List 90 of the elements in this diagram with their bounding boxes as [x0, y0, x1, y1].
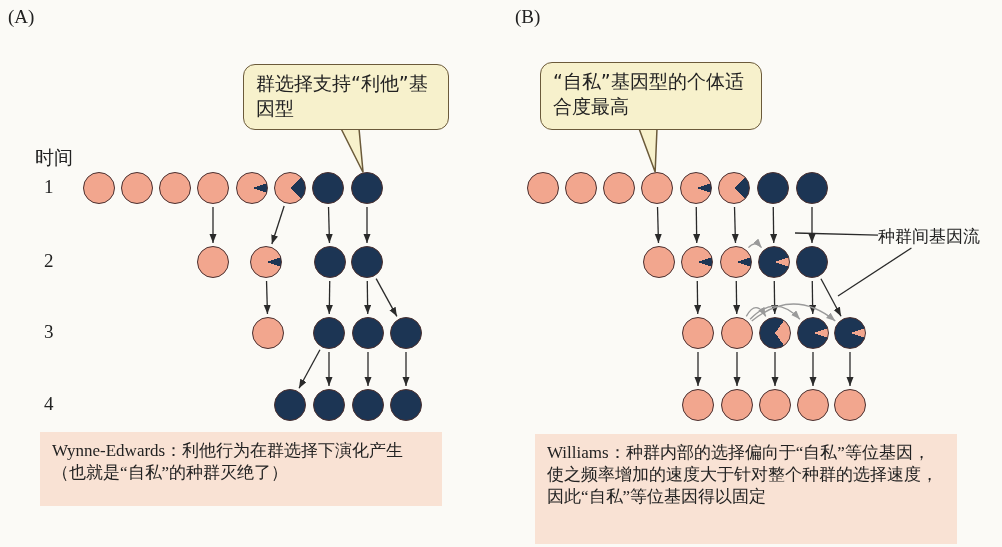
- organism-circle: [527, 172, 559, 204]
- organism-circle: [351, 246, 383, 278]
- genotype-pie: [797, 317, 829, 349]
- arrow: [694, 280, 702, 315]
- callout-tail: [340, 127, 364, 174]
- organism-circle: [352, 389, 384, 421]
- organism-circle: [252, 317, 284, 349]
- arrow: [263, 280, 271, 315]
- arrow: [733, 351, 741, 387]
- genotype-pie: [758, 246, 790, 278]
- arrow: [364, 280, 372, 315]
- arrow: [771, 280, 779, 315]
- gene-flow-arrow: [745, 306, 767, 318]
- organism-circle: [159, 172, 191, 204]
- axis-title: 时间: [35, 145, 73, 170]
- organism-circle: [314, 246, 346, 278]
- arrow: [820, 278, 842, 317]
- organism-circle: [682, 389, 714, 421]
- arrow: [654, 206, 662, 244]
- arrow: [846, 351, 854, 387]
- arrow: [363, 206, 371, 244]
- arrow: [325, 280, 333, 315]
- genotype-pie: [250, 246, 282, 278]
- genotype-pie: [274, 172, 306, 204]
- arrow: [271, 205, 285, 245]
- callout-tail: [638, 127, 658, 173]
- arrow: [808, 206, 816, 244]
- arrow: [209, 206, 217, 244]
- organism-circle: [759, 389, 791, 421]
- organism-circle: [312, 172, 344, 204]
- arrow: [298, 349, 321, 389]
- arrow: [325, 351, 333, 387]
- genotype-pie: [759, 317, 791, 349]
- genotype-pie: [680, 172, 712, 204]
- row-number: 3: [44, 321, 54, 343]
- arrow: [402, 351, 410, 387]
- organism-circle: [643, 246, 675, 278]
- gene-flow-arrow: [747, 238, 763, 249]
- genotype-pie: [681, 246, 713, 278]
- arrow: [809, 280, 817, 315]
- organism-circle: [351, 172, 383, 204]
- arrow: [809, 351, 817, 387]
- organism-circle: [121, 172, 153, 204]
- organism-circle: [796, 172, 828, 204]
- organism-circle: [197, 246, 229, 278]
- callout-bubble: “自私”基因型的个体适合度最高: [540, 62, 762, 130]
- arrow: [731, 206, 739, 244]
- organism-circle: [721, 389, 753, 421]
- leader-line: [837, 247, 913, 297]
- organism-circle: [721, 317, 753, 349]
- organism-circle: [274, 389, 306, 421]
- organism-circle: [641, 172, 673, 204]
- organism-circle: [390, 317, 422, 349]
- organism-circle: [834, 389, 866, 421]
- gene-flow-arrow: [749, 305, 801, 320]
- genotype-pie: [236, 172, 268, 204]
- summary-box: Williams：种群内部的选择偏向于“自私”等位基因，使之频率增加的速度大于针对整个种群的选择速度，因此“自私”等位基因得以固定: [535, 434, 957, 544]
- organism-circle: [313, 317, 345, 349]
- arrow: [694, 351, 702, 387]
- organism-circle: [83, 172, 115, 204]
- callout-bubble: 群选择支持“利他”基因型: [243, 64, 449, 130]
- organism-circle: [390, 389, 422, 421]
- organism-circle: [796, 246, 828, 278]
- row-number: 4: [44, 393, 54, 415]
- panel-label: (B): [515, 6, 541, 28]
- arrow: [375, 278, 398, 317]
- gene-flow-arrow: [751, 303, 836, 322]
- summary-box: Wynne-Edwards：利他行为在群选择下演化产生（也就是“自私”的种群灭绝了）: [40, 432, 442, 506]
- leader-line: [794, 232, 879, 236]
- row-number: 2: [44, 250, 54, 272]
- arrow: [771, 351, 779, 387]
- organism-circle: [313, 389, 345, 421]
- organism-circle: [197, 172, 229, 204]
- genotype-pie: [834, 317, 866, 349]
- genotype-pie: [720, 246, 752, 278]
- arrow: [325, 206, 333, 244]
- organism-circle: [757, 172, 789, 204]
- row-number: 1: [44, 176, 54, 198]
- organism-circle: [565, 172, 597, 204]
- organism-circle: [603, 172, 635, 204]
- arrow: [770, 206, 778, 244]
- genotype-pie: [718, 172, 750, 204]
- organism-circle: [682, 317, 714, 349]
- arrow: [733, 280, 741, 315]
- organism-circle: [797, 389, 829, 421]
- arrow: [364, 351, 372, 387]
- arrow: [693, 206, 701, 244]
- organism-circle: [352, 317, 384, 349]
- gene-flow-label: 种群间基因流: [878, 225, 980, 248]
- panel-label: (A): [8, 6, 35, 28]
